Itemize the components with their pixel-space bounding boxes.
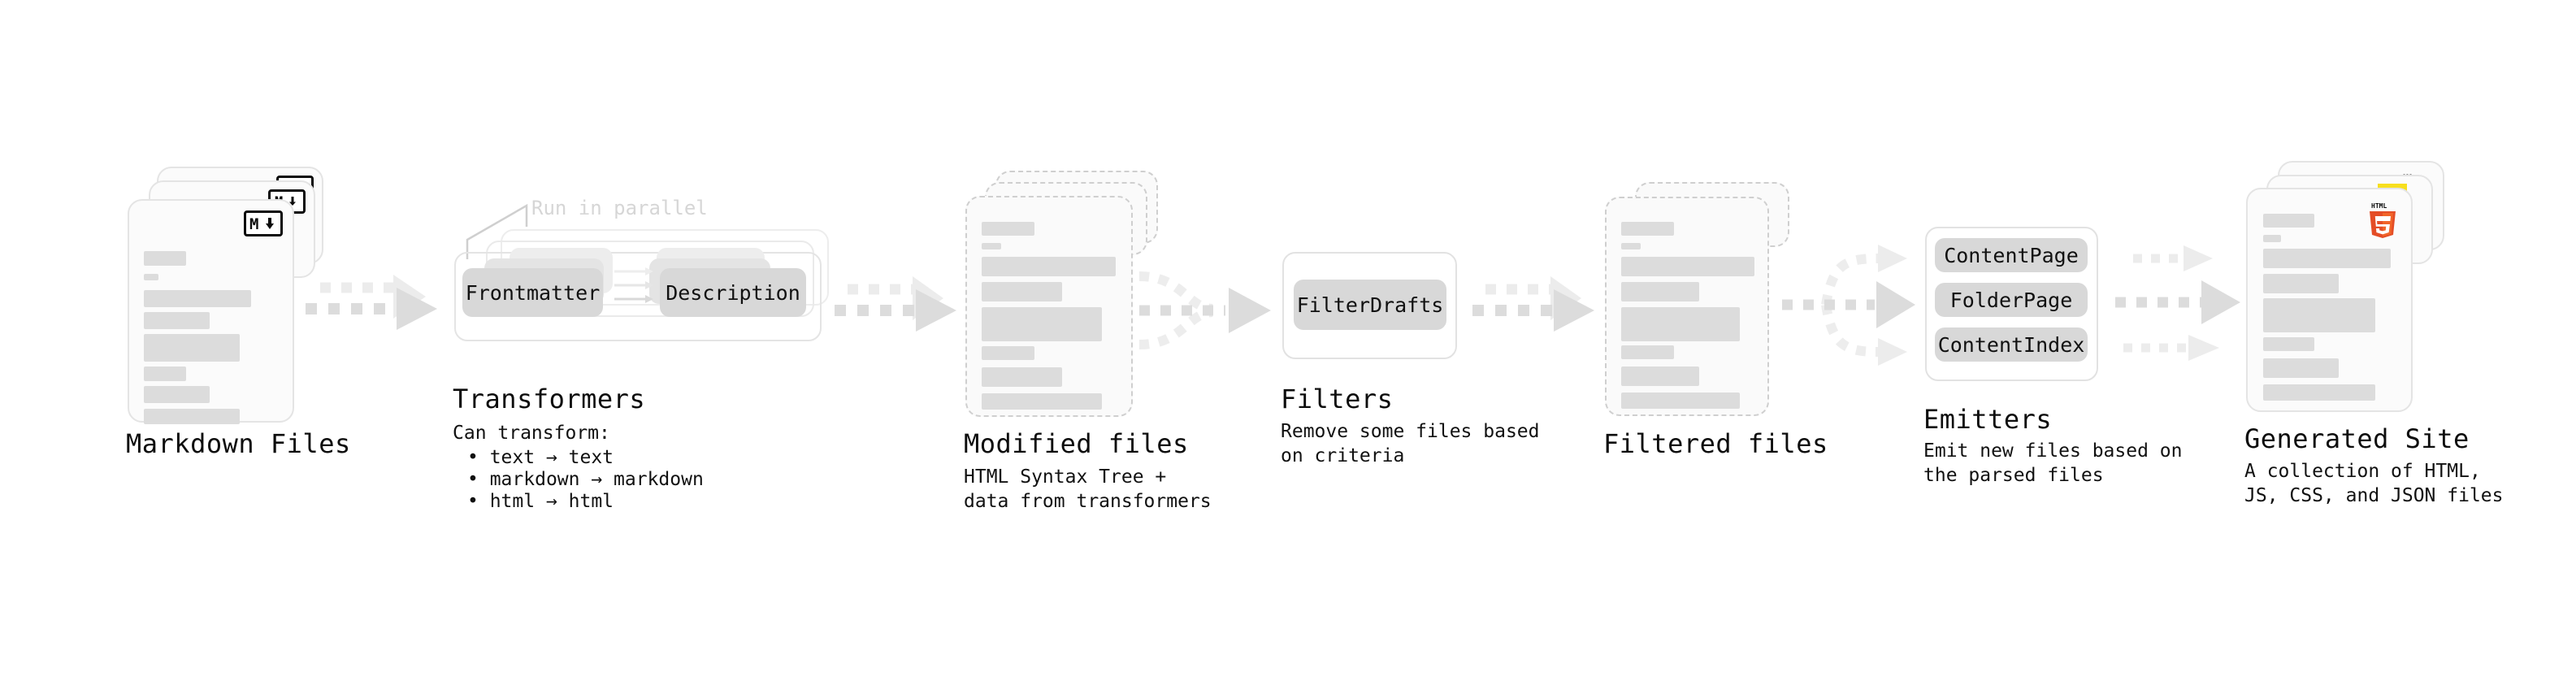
stage-label-generated-site: Generated Site [2244,423,2470,454]
transformers-bullet-2-text: html → html [489,491,614,512]
filters-chip-filterdrafts[interactable]: FilterDrafts [1294,280,1446,330]
transformers-bullet-0: • text → text [467,447,614,468]
stage-label-emitters: Emitters [1923,404,2053,435]
transformer-chip-description[interactable]: Description [660,268,806,317]
filters-group [1282,252,1457,359]
arrow-filtered-to-emitters [1782,245,1915,366]
svg-text:HTML: HTML [2371,202,2387,210]
markdown-card-front: M [128,199,294,424]
transformers-bullet-2: • html → html [467,491,614,512]
generated-site-desc: A collection of HTML, JS, CSS, and JSON … [2244,461,2504,506]
transformer-inner-arrows [614,267,653,303]
stage-label-filtered-files: Filtered files [1603,428,1828,459]
modified-card-front [965,196,1133,417]
transformers-bullet-1: • markdown → markdown [467,469,704,490]
site-card-front: HTML [2246,188,2413,412]
arrow-filters-to-filtered [1472,276,1594,332]
transformers-bullet-0-text: text → text [489,447,614,468]
emitters-chip-contentindex[interactable]: ContentIndex [1935,327,2088,362]
filters-desc: Remove some files based on criteria [1281,421,1540,466]
transformer-group-front [454,252,822,341]
arrow-modified-to-filters [1138,271,1271,349]
stage-label-modified-files: Modified files [964,428,1189,459]
transformer-chip-frontmatter[interactable]: Frontmatter [462,268,603,317]
modified-files-desc: HTML Syntax Tree + data from transformer… [964,466,1212,512]
arrow-emitters-to-site [2115,245,2240,361]
parallel-bracket [466,203,528,259]
transformers-desc: Can transform: [453,423,610,444]
stage-label-markdown-files: Markdown Files [126,428,351,459]
markdown-icon: M [244,210,283,236]
parallel-note: Run in parallel [531,197,708,219]
emitters-desc: Emit new files based on the parsed files [1923,440,2183,486]
stage-label-transformers: Transformers [453,384,646,414]
stage-label-filters: Filters [1281,384,1394,414]
filtered-card-front [1605,197,1769,416]
svg-text:M: M [249,215,258,232]
transformers-bullet-1-text: markdown → markdown [489,469,704,490]
arrow-transformers-to-modified [835,276,956,332]
html5-icon: HTML [2366,201,2399,240]
emitters-group [1925,227,2098,381]
emitters-chip-folderpage[interactable]: FolderPage [1935,283,2088,317]
arrow-markdown-to-transformers [306,275,437,330]
emitters-chip-contentpage[interactable]: ContentPage [1935,238,2088,272]
